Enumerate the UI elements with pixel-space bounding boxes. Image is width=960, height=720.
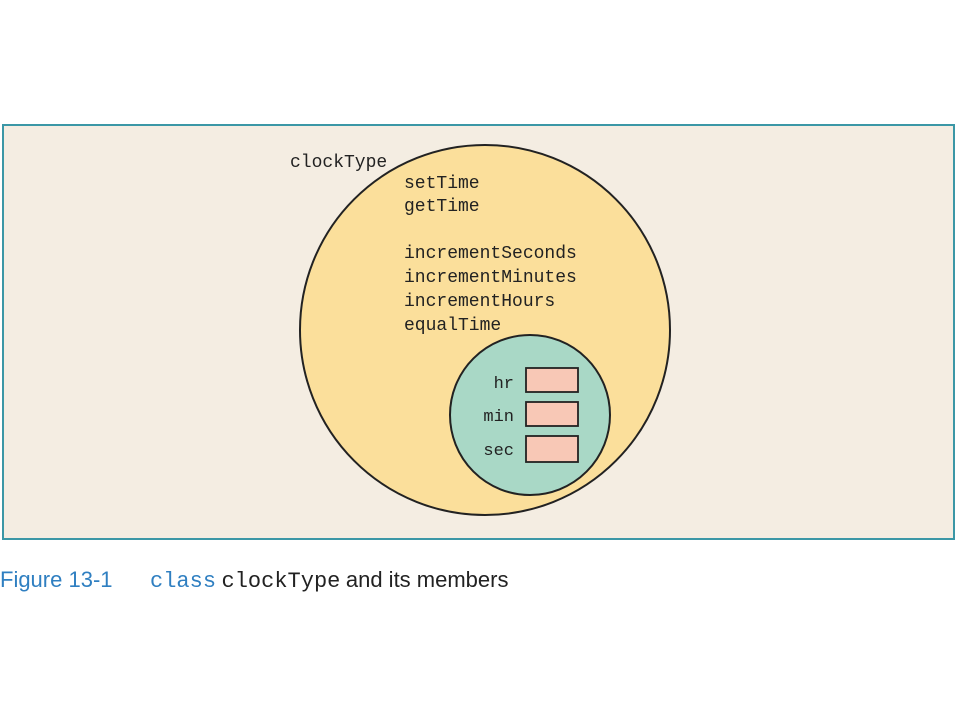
member-function-label: incrementSeconds <box>404 244 577 264</box>
caption-keyword: class <box>150 569 217 594</box>
member-variable-label: hr <box>494 375 514 394</box>
class-name-label: clockType <box>290 153 387 173</box>
member-function-label: setTime <box>404 174 480 194</box>
member-function-label: incrementMinutes <box>404 268 577 288</box>
figure-number: Figure 13-1 <box>0 567 113 592</box>
member-variable-box <box>525 401 579 427</box>
member-variable-box <box>525 367 579 393</box>
member-function-label: getTime <box>404 197 480 217</box>
member-variable-label: min <box>483 408 514 427</box>
caption-text: and its members <box>345 567 509 592</box>
member-function-label: equalTime <box>404 316 501 336</box>
figure-caption: Figure 13-1 class clockType and its memb… <box>0 563 508 597</box>
caption-class-name: clockType <box>221 569 341 594</box>
member-function-label: incrementHours <box>404 292 555 312</box>
member-variable-box <box>525 435 579 463</box>
member-variable-label: sec <box>483 442 514 461</box>
